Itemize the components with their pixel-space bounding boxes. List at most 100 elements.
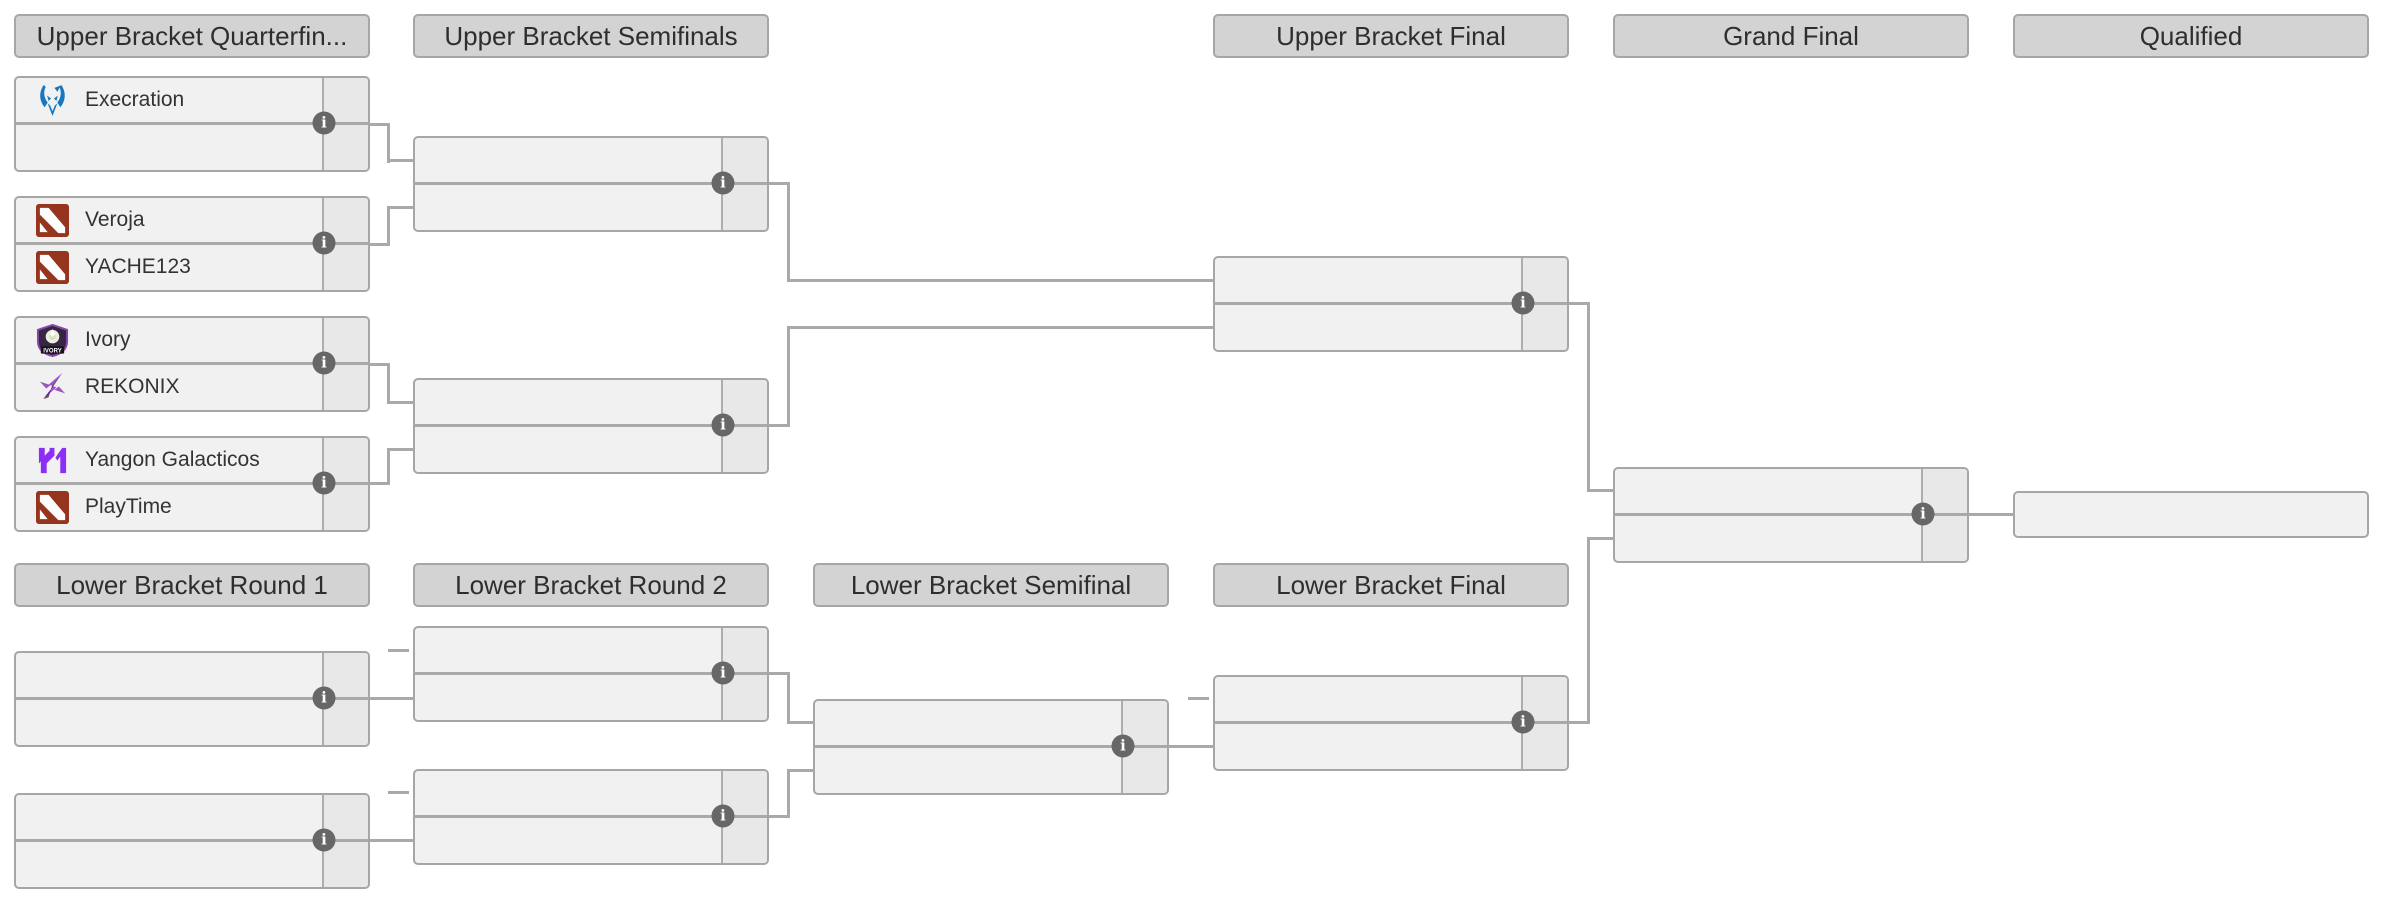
ivory-logo-icon[interactable]: IVORY: [36, 323, 69, 357]
connector-line: [769, 815, 790, 818]
loser-drop-stub: [388, 649, 409, 652]
team-row: [1215, 677, 1521, 721]
match-info-icon[interactable]: i: [1911, 502, 1935, 526]
team-row: [1215, 724, 1521, 768]
match-lbr1m1: i: [14, 651, 370, 747]
match-ubqf3: IVORY Ivory REKONIX i: [14, 316, 370, 412]
match-info-icon[interactable]: i: [312, 351, 336, 375]
match-info-icon[interactable]: i: [312, 686, 336, 710]
dota2-logo-icon[interactable]: [36, 490, 69, 524]
team-row: PlayTime: [16, 485, 322, 529]
match-divider: [415, 424, 767, 427]
match-ubqf2: Veroja YACHE123 i: [14, 196, 370, 292]
match-info-icon[interactable]: i: [312, 111, 336, 135]
header-lower-bracket-round-2: Lower Bracket Round 2: [413, 563, 769, 607]
header-lower-bracket-final: Lower Bracket Final: [1213, 563, 1569, 607]
match-info-icon[interactable]: i: [312, 828, 336, 852]
header-lower-bracket-semifinal: Lower Bracket Semifinal: [813, 563, 1169, 607]
loser-drop-stub: [388, 791, 409, 794]
match-info-icon[interactable]: i: [312, 231, 336, 255]
connector-line: [369, 482, 390, 485]
match-lbf: i: [1213, 675, 1569, 771]
team-name[interactable]: Ivory: [85, 328, 131, 351]
match-divider: [16, 362, 368, 365]
team-name[interactable]: Veroja: [85, 208, 145, 231]
match-divider: [1215, 302, 1567, 305]
match-grand-final: i: [1613, 467, 1969, 563]
dota2-logo-icon[interactable]: [36, 250, 69, 284]
team-row: [415, 818, 721, 862]
match-info-icon[interactable]: i: [1111, 734, 1135, 758]
team-name[interactable]: YACHE123: [85, 255, 191, 278]
match-divider: [815, 745, 1167, 748]
connector-line: [1587, 537, 1615, 540]
team-row: YACHE123: [16, 245, 322, 289]
header-label: Upper Bracket Final: [1276, 20, 1506, 51]
team-name[interactable]: Execration: [85, 88, 185, 111]
header-label: Lower Bracket Round 1: [56, 569, 328, 600]
team-row: [415, 675, 721, 719]
team-row: [16, 700, 322, 744]
header-grand-final: Grand Final: [1613, 14, 1969, 58]
connector-line: [787, 182, 790, 282]
match-info-icon[interactable]: i: [1511, 710, 1535, 734]
connector-line: [787, 279, 1213, 282]
team-row: [815, 701, 1121, 745]
dota2-logo-icon[interactable]: [36, 203, 69, 237]
header-label: Grand Final: [1723, 20, 1859, 51]
connector-line: [787, 769, 814, 772]
team-row: [16, 842, 322, 886]
match-divider: [1615, 513, 1967, 516]
connector-line: [387, 401, 413, 404]
header-upper-bracket-final: Upper Bracket Final: [1213, 14, 1569, 58]
connector-line: [1567, 721, 1590, 724]
team-row: [1615, 516, 1921, 560]
match-info-icon[interactable]: i: [312, 471, 336, 495]
team-row: IVORY Ivory: [16, 318, 322, 362]
team-row: [415, 138, 721, 182]
team-row: Execration: [16, 78, 322, 122]
match-divider: [1215, 721, 1567, 724]
match-info-icon[interactable]: i: [711, 804, 735, 828]
connector-line: [369, 123, 390, 126]
match-info-icon[interactable]: i: [1511, 291, 1535, 315]
connector-line: [387, 448, 390, 485]
match-ubsf1: i: [413, 136, 769, 232]
loser-drop-stub: [1188, 697, 1209, 700]
match-info-icon[interactable]: i: [711, 413, 735, 437]
connector-line: [368, 697, 415, 700]
connector-line: [369, 363, 390, 366]
connector-line: [368, 839, 415, 842]
team-row: [415, 771, 721, 815]
team-row: [16, 795, 322, 839]
match-ubf: i: [1213, 256, 1569, 352]
connector-line: [769, 424, 790, 427]
team-name[interactable]: REKONIX: [85, 375, 180, 398]
connector-line: [1587, 537, 1590, 724]
connector-line: [769, 182, 790, 185]
execration-logo-icon[interactable]: [36, 84, 69, 117]
rekonix-logo-icon[interactable]: [36, 371, 69, 404]
team-row: [415, 628, 721, 672]
team-name[interactable]: Yangon Galacticos: [85, 448, 260, 471]
connector-line: [787, 769, 790, 818]
match-info-icon[interactable]: i: [711, 661, 735, 685]
match-divider: [415, 182, 767, 185]
match-info-icon[interactable]: i: [711, 171, 735, 195]
header-label: Upper Bracket Semifinals: [444, 20, 738, 51]
team-row: [1615, 469, 1921, 513]
connector-line: [769, 672, 790, 675]
team-name[interactable]: PlayTime: [85, 495, 172, 518]
connector-line: [1567, 302, 1590, 305]
qualified-slot: [2013, 491, 2369, 538]
connector-line: [387, 123, 390, 163]
connector-line: [1967, 513, 2015, 516]
match-ubqf4: Yangon Galacticos PlayTime i: [14, 436, 370, 532]
yangon-galacticos-logo-icon[interactable]: [36, 444, 69, 477]
header-label: Upper Bracket Quarterfin...: [36, 20, 348, 51]
team-row: REKONIX: [16, 365, 322, 409]
match-divider: [16, 839, 368, 842]
header-label: Lower Bracket Final: [1276, 569, 1506, 600]
header-lower-bracket-round-1: Lower Bracket Round 1: [14, 563, 370, 607]
match-ubqf1: Execration i: [14, 76, 370, 172]
